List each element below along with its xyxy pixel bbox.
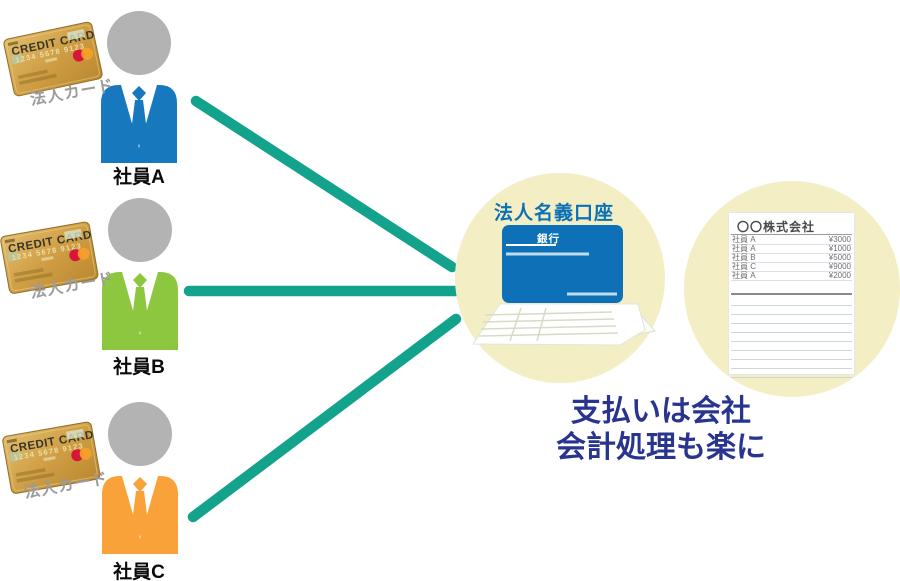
statement-row-amount: ¥9000: [828, 262, 851, 271]
ruled-line: [731, 342, 852, 351]
statement-row: 社員 A ¥2000: [731, 272, 852, 281]
ruled-line: [731, 369, 852, 378]
expense-statement: 〇〇株式会社 社員 A ¥3000 社員 A ¥1000 社員 B ¥5000 …: [728, 212, 855, 378]
ledger-paper: [472, 302, 656, 346]
statement-row-name: 社員 C: [732, 262, 756, 271]
statement-row-amount: ¥2000: [828, 271, 851, 280]
caption-line-1: 支払いは会社: [571, 395, 751, 428]
statement-row: 社員 B ¥5000: [731, 254, 852, 263]
ruled-line: [731, 324, 852, 333]
statement-row-name: 社員 B: [732, 253, 756, 262]
statement-company-name: 〇〇株式会社: [737, 220, 816, 234]
statement-row-amount: ¥1000: [828, 244, 851, 253]
statement-row-name: 社員 A: [732, 271, 756, 280]
ruled-line: [731, 351, 852, 360]
employee-b-label: 社員B: [113, 357, 165, 378]
statement-title-rule: [731, 234, 852, 235]
ruled-line: [731, 360, 852, 369]
statement-row-name: 社員 A: [732, 244, 756, 253]
caption-line-2: 会計処理も楽に: [556, 431, 766, 464]
employee-c-figure: [102, 402, 178, 554]
statement-divider: [731, 293, 852, 295]
ruled-line: [731, 306, 852, 315]
statement-empty-rules: [731, 297, 852, 378]
bank-passbook: 銀行: [502, 225, 623, 303]
statement-rows: 社員 A ¥3000 社員 A ¥1000 社員 B ¥5000 社員 C ¥9…: [731, 236, 852, 281]
statement-row-amount: ¥3000: [828, 235, 851, 244]
statement-row: 社員 A ¥3000: [731, 236, 852, 245]
employee-a-label: 社員A: [113, 167, 165, 188]
flow-line-employee-c: [187, 313, 462, 523]
bank-label: 銀行: [537, 232, 560, 245]
corporate-account-title: 法人名義口座: [494, 203, 615, 224]
ruled-line: [731, 315, 852, 324]
ruled-line: [731, 297, 852, 306]
ruled-line: [731, 333, 852, 342]
statement-row: 社員 C ¥9000: [731, 263, 852, 272]
flow-line-employee-a: [190, 95, 458, 273]
benefit-caption: 支払いは会社 会計処理も楽に: [511, 394, 811, 466]
statement-row-amount: ¥5000: [828, 253, 851, 262]
statement-row: 社員 A ¥1000: [731, 245, 852, 254]
statement-row-name: 社員 A: [732, 235, 756, 244]
employee-c-label: 社員C: [113, 562, 165, 581]
passbook-cover: [502, 225, 623, 303]
